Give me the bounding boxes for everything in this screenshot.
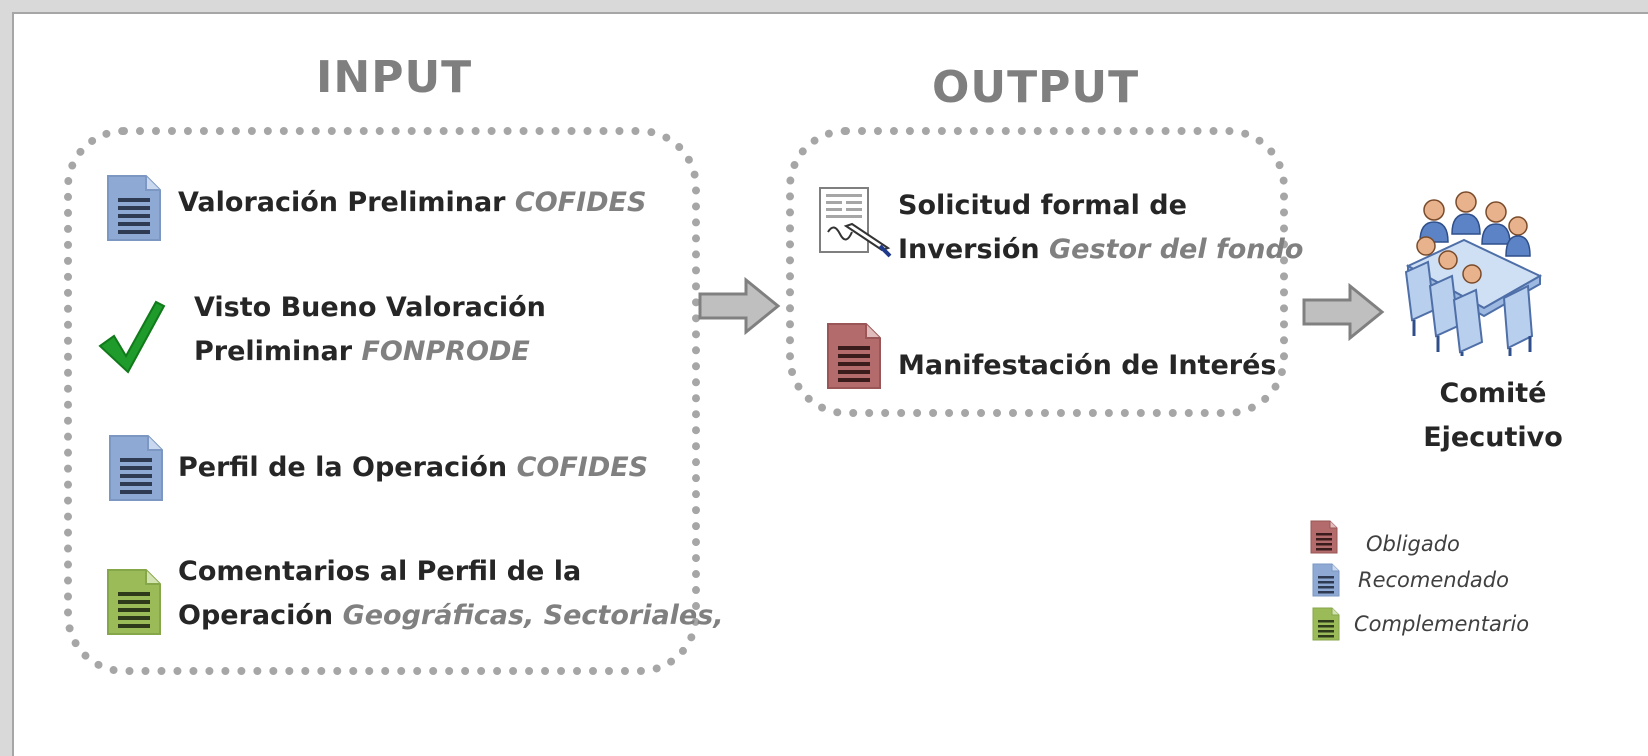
blue-document-icon — [1312, 563, 1340, 597]
input-item-valoracion: Valoración Preliminar COFIDES — [178, 181, 646, 225]
legend-item-complementario: Complementario — [1312, 606, 1529, 642]
arrow-right-icon — [698, 276, 781, 336]
legend-label: Complementario — [1354, 612, 1530, 636]
red-document-icon — [827, 323, 881, 389]
output-item-manifestacion: Manifestación de Interés — [898, 344, 1276, 388]
item-label: Manifestación de Interés — [898, 350, 1277, 381]
item-label: Comentarios al Perfil de la Operación Ge… — [178, 556, 724, 631]
green-checkmark-icon — [98, 300, 166, 374]
green-document-icon — [107, 569, 161, 635]
output-group — [786, 127, 1288, 417]
legend-label: Obligado — [1366, 532, 1460, 556]
item-label: Valoración Preliminar COFIDES — [178, 187, 647, 218]
blue-document-icon — [107, 175, 161, 241]
green-document-icon — [1312, 607, 1340, 641]
diagram-frame: INPUT Valoración Preliminar COFIDES Vist… — [12, 12, 1648, 756]
red-document-icon — [1310, 520, 1338, 554]
item-label: Visto Bueno Valoración Preliminar FONPRO… — [194, 292, 546, 367]
meeting-people-icon — [1404, 191, 1543, 356]
item-source: Gestor del fondo — [1049, 234, 1304, 265]
input-group — [64, 127, 700, 675]
input-item-perfil: Perfil de la Operación COFIDES — [178, 446, 648, 490]
output-heading: OUTPUT — [932, 62, 1140, 113]
input-item-comentarios: Comentarios al Perfil de la Operación Ge… — [178, 550, 724, 638]
item-source: COFIDES — [514, 187, 647, 218]
signed-form-icon — [819, 187, 892, 258]
input-heading: INPUT — [316, 52, 473, 103]
output-item-solicitud: Solicitud formal de Inversión Gestor del… — [898, 184, 1303, 272]
legend-item-recomendado: Recomendado — [1312, 562, 1509, 598]
committee-label: Comité Ejecutivo — [1423, 378, 1563, 453]
arrow-right-icon — [1302, 282, 1385, 342]
blue-document-icon — [109, 435, 163, 501]
input-item-visto-bueno: Visto Bueno Valoración Preliminar FONPRO… — [194, 286, 546, 374]
item-label: Solicitud formal de Inversión Gestor del… — [898, 190, 1304, 265]
item-source: Geográficas, Sectoriales, — [342, 600, 724, 631]
item-label: Perfil de la Operación COFIDES — [178, 452, 649, 483]
item-source: FONPRODE — [361, 336, 530, 367]
legend-item-obligado: Obligado — [1310, 518, 1460, 556]
legend-label: Recomendado — [1358, 568, 1509, 592]
item-source: COFIDES — [516, 452, 649, 483]
